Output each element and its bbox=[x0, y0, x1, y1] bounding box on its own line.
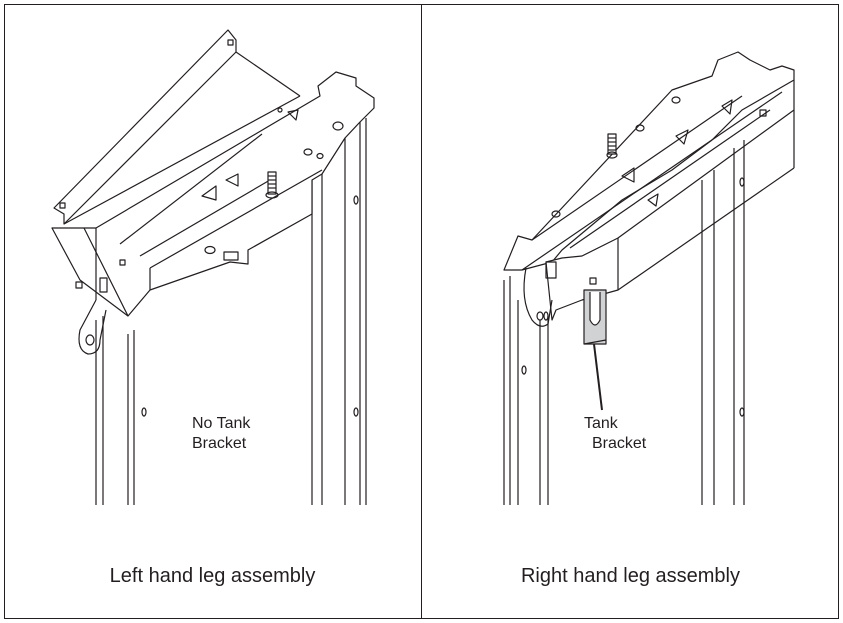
tank-bracket-leader bbox=[593, 343, 603, 411]
left-top-bracket bbox=[51, 71, 375, 317]
left-hole bbox=[227, 39, 234, 46]
no-tank-bracket-label: No Tank Bracket bbox=[192, 414, 250, 454]
no-tank-bracket-label-line2: Bracket bbox=[192, 435, 247, 452]
left-leg-assembly-drawing bbox=[51, 29, 375, 505]
tank-bracket-part bbox=[583, 289, 607, 345]
left-stud bbox=[265, 171, 279, 199]
no-tank-bracket-label-line1: No Tank bbox=[192, 415, 251, 432]
right-caption: Right hand leg assembly bbox=[520, 565, 740, 587]
right-top-bracket bbox=[503, 51, 795, 271]
left-lower-flange bbox=[78, 299, 107, 355]
panel-divider bbox=[421, 4, 422, 619]
tank-bracket-label: Tank Bracket bbox=[584, 414, 646, 454]
tank-bracket-label-line2: Bracket bbox=[592, 435, 647, 452]
left-caption: Left hand leg assembly bbox=[109, 565, 316, 587]
tank-bracket-label-line1: Tank bbox=[584, 415, 618, 432]
right-leg-assembly-drawing bbox=[503, 51, 795, 505]
left-back-plate-edge bbox=[63, 95, 301, 225]
right-stud bbox=[606, 133, 618, 159]
